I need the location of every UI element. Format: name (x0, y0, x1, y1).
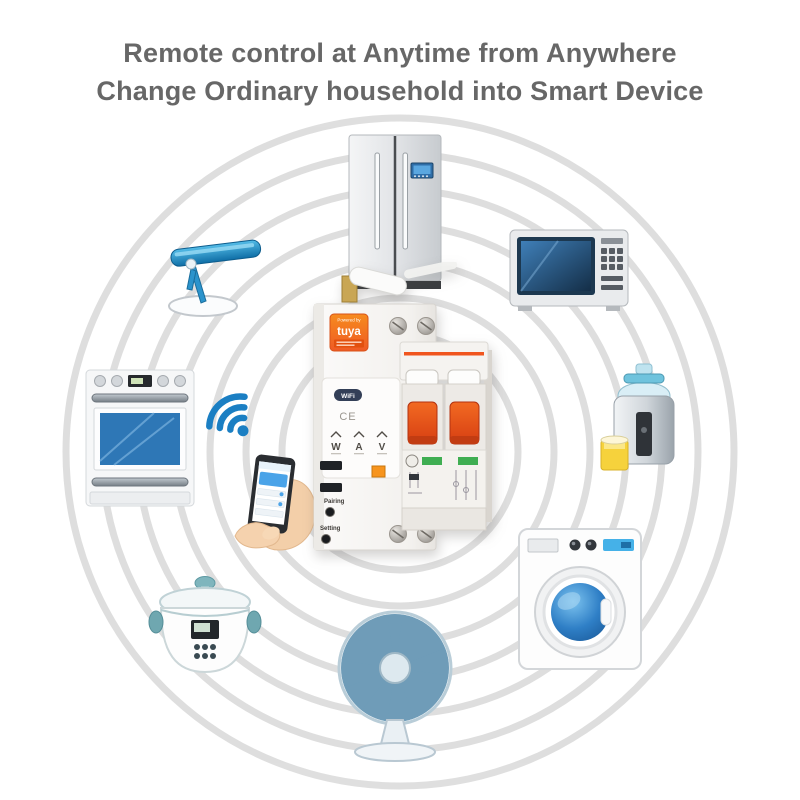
wifi-badge-label: WiFi (341, 393, 355, 400)
tuya-powered-by-label: Powered by (337, 318, 361, 323)
breaker-poles (399, 341, 492, 531)
title-line-2: Change Ordinary household into Smart Dev… (96, 76, 704, 106)
smartphone (247, 454, 296, 534)
setting-label: Setting (320, 526, 341, 532)
page-title: Remote control at Anytime from Anywhere … (0, 34, 800, 110)
orange-tab (371, 465, 386, 478)
lamp-head (170, 239, 262, 267)
wifi-module-panel: WiFi CE W A V (320, 377, 401, 479)
washing-machine-icon (518, 528, 642, 670)
breaker-top-lever (341, 262, 458, 303)
juice-glass (600, 435, 629, 471)
wifi-icon (206, 393, 249, 437)
desk-fan-icon (337, 610, 453, 762)
switch-toggle-right (449, 401, 480, 445)
ce-mark: CE (339, 411, 356, 423)
microwave-keypad (601, 238, 623, 290)
switch-toggle-left (407, 401, 438, 445)
tuya-logo: Powered by tuya (329, 313, 369, 352)
fan-blades (337, 610, 453, 726)
pairing-button (325, 507, 335, 517)
volt-icon: V (379, 442, 386, 453)
desk-lamp-icon (168, 239, 262, 317)
oven-icon (85, 369, 195, 507)
watt-icon: W (331, 442, 341, 453)
title-line-1: Remote control at Anytime from Anywhere (123, 38, 677, 68)
smart-circuit-breaker-device: Powered by tuya WiFi CE W A V (313, 262, 492, 551)
oven-knobs (94, 375, 186, 387)
cooker-controls (191, 620, 219, 659)
washer-controls (527, 538, 634, 553)
slow-cooker-icon (148, 576, 262, 674)
smartphone-in-hands-icon (234, 454, 316, 551)
pairing-label: Pairing (324, 499, 345, 505)
juicer-icon (600, 363, 675, 471)
ampere-icon: A (355, 442, 362, 453)
green-rating-label (422, 457, 442, 465)
tuya-brand-name: tuya (337, 326, 361, 338)
port-slot (320, 483, 342, 492)
setting-button (321, 534, 331, 544)
port-slot (320, 461, 342, 470)
microwave-icon (509, 229, 629, 311)
green-rating-label (458, 457, 478, 465)
washer-door (534, 566, 626, 658)
meter-icons: W A V (330, 431, 388, 455)
fridge-display (410, 162, 434, 179)
